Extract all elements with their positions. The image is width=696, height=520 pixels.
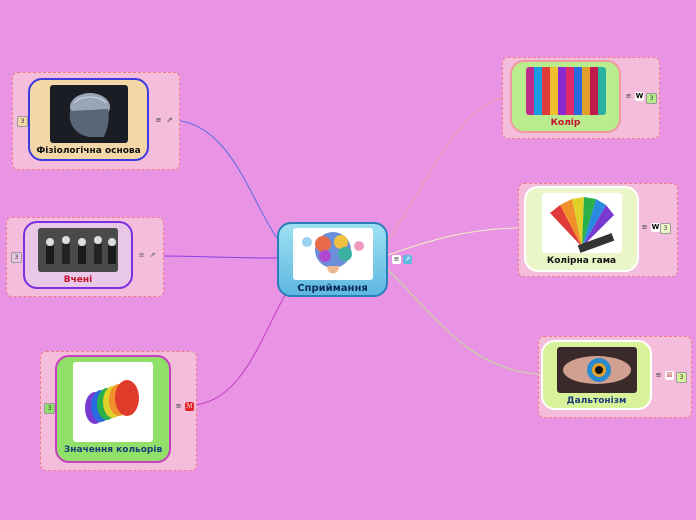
brain-illustration-image (292, 228, 373, 280)
fiz-count-badge[interactable]: 3 (17, 116, 28, 127)
notes-icon[interactable]: ≡ (655, 371, 662, 379)
connector-gama (387, 227, 523, 256)
gama-count-badge[interactable]: 3 (660, 223, 671, 234)
connector-fiz (169, 119, 278, 239)
notes-icon[interactable]: ≡ (625, 92, 632, 100)
node-kolirna-gama[interactable]: Колірна гама (524, 186, 639, 272)
gama-icons: ≡ W (640, 223, 660, 232)
central-node[interactable]: Сприймання (277, 222, 388, 297)
connector-znach (189, 294, 286, 406)
vcheni-count-badge[interactable]: 3 (11, 252, 22, 263)
link-icon[interactable]: ⇗ (166, 116, 173, 124)
brain-xray-image (49, 85, 128, 143)
connector-kolir (387, 96, 511, 241)
notes-icon[interactable]: ≡ (392, 255, 401, 264)
central-label: Сприймання (297, 283, 368, 294)
znach-label: Значення кольорів (63, 445, 163, 455)
znach-count-badge[interactable]: 3 (44, 403, 55, 414)
dalt-count-badge[interactable]: 3 (676, 372, 687, 383)
connector-dalt (387, 269, 541, 375)
eye-closeup-image (556, 347, 637, 393)
kolir-count-badge[interactable]: 3 (646, 93, 657, 104)
pdf-icon[interactable]: ℳ (185, 402, 194, 411)
node-vcheni[interactable]: Вчені (23, 221, 133, 289)
node-znachennia-koloriv[interactable]: Значення кольорів (55, 355, 171, 463)
notes-icon[interactable]: ≡ (155, 116, 162, 124)
link-icon[interactable]: ⇗ (403, 255, 412, 264)
link-icon[interactable]: ⇗ (149, 251, 156, 259)
node-fiziologichna-osnova[interactable]: Фізіологічна основа (28, 78, 149, 161)
scientists-photo-image (38, 228, 118, 272)
colored-heads-image (73, 362, 153, 442)
dalt-label: Дальтонізм (566, 396, 627, 406)
fiz-label: Фізіологічна основа (36, 146, 141, 156)
fiz-icons: ≡ ⇗ (154, 116, 174, 125)
notes-icon[interactable]: ≡ (641, 223, 648, 231)
color-fan-image (541, 193, 622, 253)
kolir-icons: ≡ W (624, 92, 644, 101)
colored-strips-image (525, 67, 606, 115)
vcheni-icons: ≡ ⇗ (137, 251, 157, 260)
node-kolir[interactable]: Колір (510, 60, 621, 133)
dalt-icons: ≡ ⊠ (654, 371, 674, 380)
wikipedia-icon[interactable]: W (635, 92, 644, 101)
central-icons: ≡ ⇗ (392, 255, 412, 264)
vcheni-label: Вчені (63, 275, 93, 285)
znach-icons: ≡ ℳ (174, 402, 194, 411)
connector-vcheni (159, 255, 278, 259)
notes-icon[interactable]: ≡ (175, 402, 182, 410)
wikipedia-icon[interactable]: W (651, 223, 660, 232)
node-daltonizm[interactable]: Дальтонізм (541, 340, 652, 410)
gama-label: Колірна гама (546, 256, 617, 266)
kolir-label: Колір (550, 118, 581, 128)
notes-icon[interactable]: ≡ (138, 251, 145, 259)
image-icon[interactable]: ⊠ (665, 371, 674, 380)
